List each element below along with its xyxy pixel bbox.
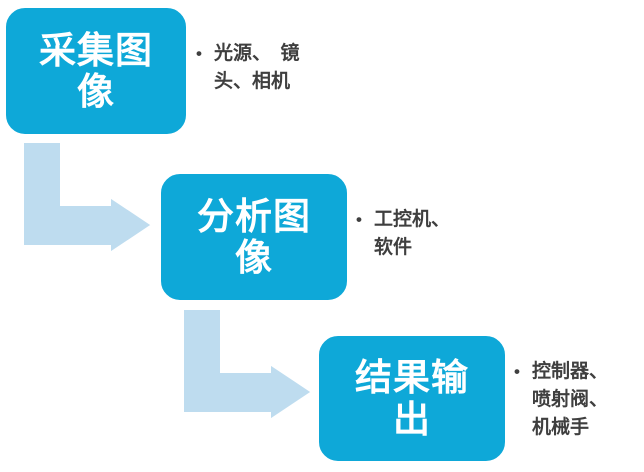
bullet-icon: •: [514, 362, 520, 381]
note-text-analyze-image: 工控机、 软件: [374, 209, 451, 258]
step-box-capture-image: 采集图 像: [3, 5, 189, 137]
bent-arrow-shape: [182, 308, 314, 422]
bent-arrow-shape: [22, 141, 154, 255]
step-label-capture-image: 采集图 像: [39, 29, 153, 112]
note-text-capture-image: 光源、 镜 头、相机: [214, 43, 300, 92]
note-text-output-result: 控制器、 喷射阀、 机械手: [532, 361, 609, 438]
step-box-output-result: 结果输 出: [316, 333, 508, 464]
note-output-result: • 控制器、 喷射阀、 机械手: [514, 358, 608, 442]
bullet-icon: •: [356, 210, 362, 229]
step-box-analyze-image: 分析图 像: [158, 171, 350, 303]
step-label-analyze-image: 分析图 像: [197, 195, 311, 278]
bent-arrow-connector-1: [22, 141, 154, 255]
note-capture-image: • 光源、 镜 头、相机: [196, 40, 300, 96]
note-analyze-image: • 工控机、 软件: [356, 206, 450, 262]
bent-arrow-connector-2: [182, 308, 314, 422]
bullet-icon: •: [196, 44, 202, 63]
step-label-output-result: 结果输 出: [355, 357, 469, 440]
